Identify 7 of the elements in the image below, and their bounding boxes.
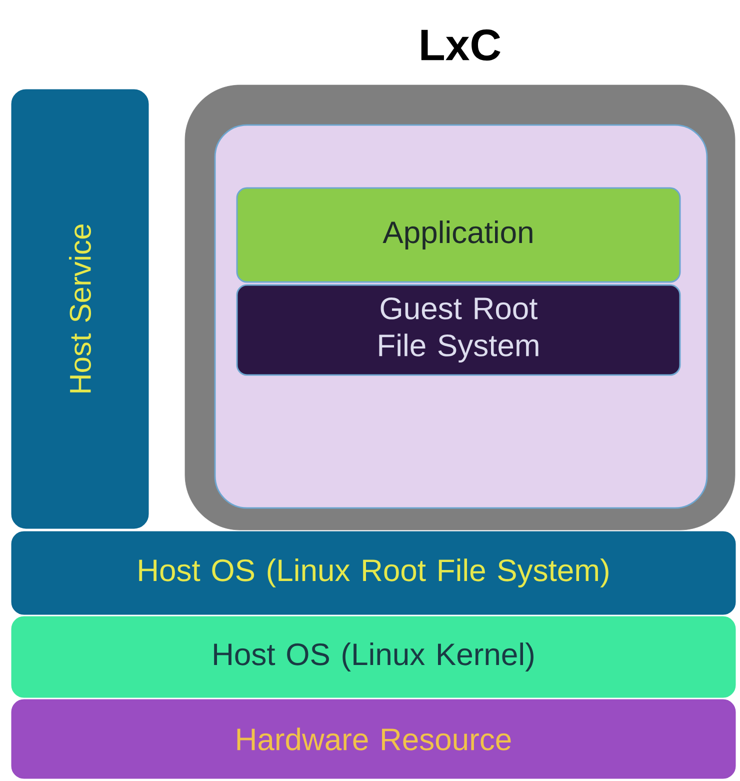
service-bar: Host Service	[11, 89, 149, 529]
node-label: LxC	[421, 29, 500, 61]
layer-box: Guest Root File System	[236, 284, 681, 376]
layer-box: Host OS (Linux Root File System)	[11, 531, 736, 615]
layer-box: Application	[236, 187, 681, 283]
layer-box: Hardware Resource	[11, 699, 736, 779]
layer-box: Host OS (Linux Kernel)	[11, 616, 736, 698]
